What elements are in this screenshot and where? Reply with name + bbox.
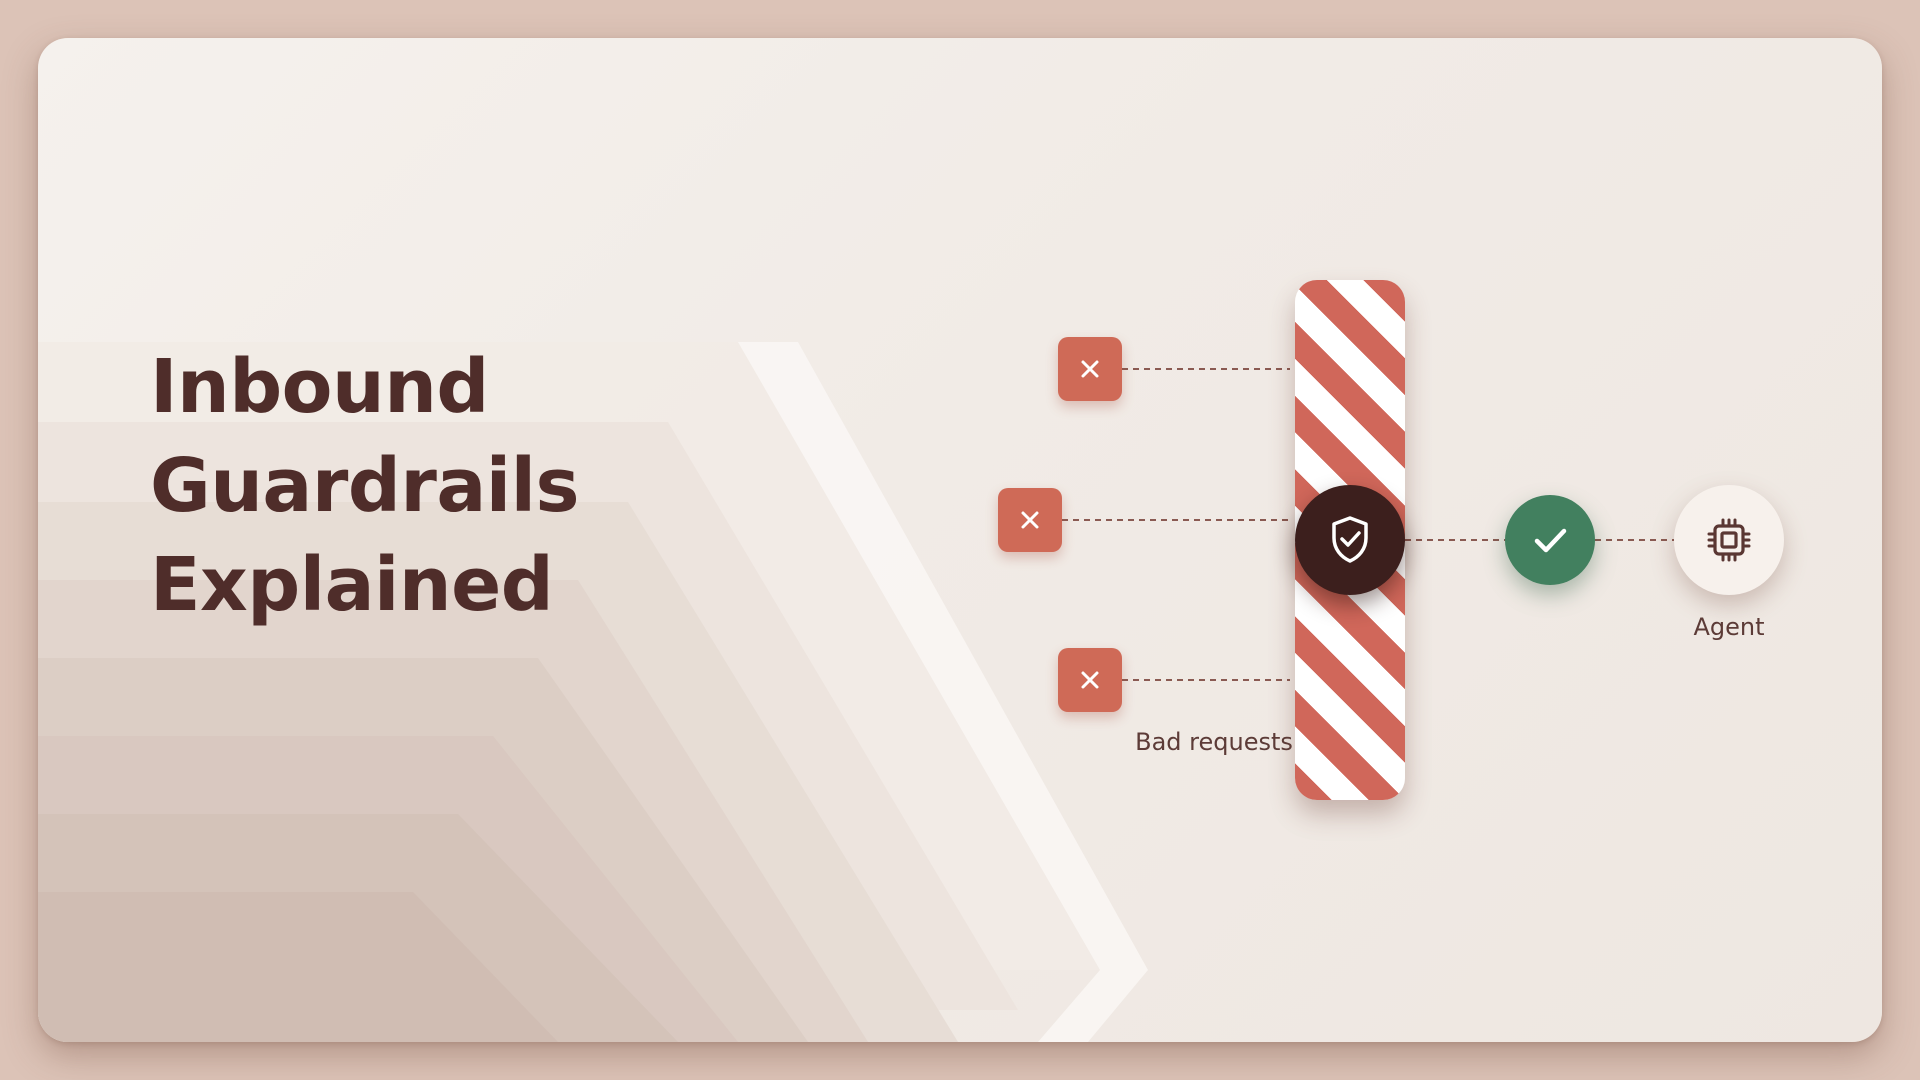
guardrail-node <box>1295 485 1405 595</box>
page-title: Inbound Guardrails Explained <box>150 338 580 635</box>
rejected-request-2 <box>998 488 1062 552</box>
rejected-request-1 <box>1058 337 1122 401</box>
close-icon <box>1081 360 1099 378</box>
close-icon <box>1021 511 1039 529</box>
cpu-chip-icon <box>1707 518 1751 562</box>
background-chevrons <box>38 342 1148 1042</box>
title-line-3: Explained <box>150 542 554 628</box>
agent-node <box>1674 485 1784 595</box>
close-icon <box>1081 671 1099 689</box>
rejected-request-3 <box>1058 648 1122 712</box>
shield-check-icon <box>1332 516 1368 563</box>
connector-lines <box>1062 368 1674 681</box>
title-line-2: Guardrails <box>150 443 580 529</box>
title-line-1: Inbound <box>150 344 489 430</box>
agent-label: Agent <box>1693 613 1765 641</box>
bad-requests-label: Bad requests <box>1135 728 1293 756</box>
approved-node <box>1505 495 1595 585</box>
checkmark-icon <box>1534 528 1567 553</box>
slide-card: Inbound Guardrails Explained <box>38 38 1882 1042</box>
